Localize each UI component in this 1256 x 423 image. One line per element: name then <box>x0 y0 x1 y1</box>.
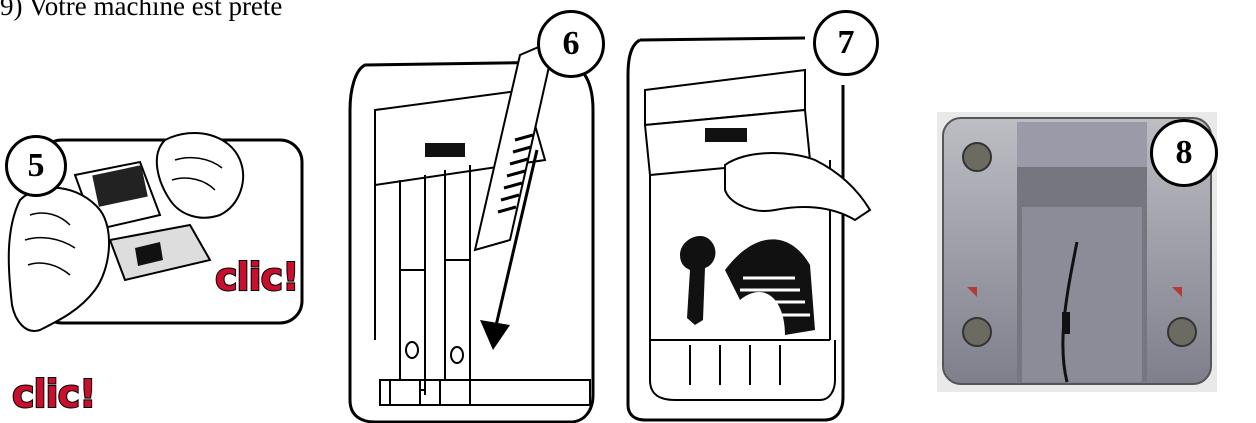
lock-key-illustration <box>626 36 872 422</box>
insert-card-illustration <box>7 131 304 332</box>
step-6-illustration: 6 <box>345 0 615 423</box>
step-5-badge: 5 <box>5 135 67 197</box>
clic-label-top: clic! <box>214 254 300 300</box>
step-8-badge: 8 <box>1150 119 1218 187</box>
step-5-illustration: 5 clic! clic! <box>0 120 310 420</box>
step-7-illustration: 7 <box>625 0 895 423</box>
step-6-badge: 6 <box>537 10 605 78</box>
insert-tube-illustration <box>348 38 595 423</box>
section-heading: 9) Votre machine est prête <box>0 0 283 21</box>
clic-label-bottom: clic! <box>11 371 97 417</box>
step-8-photo: 8 <box>937 112 1218 392</box>
step-7-badge: 7 <box>813 10 879 76</box>
